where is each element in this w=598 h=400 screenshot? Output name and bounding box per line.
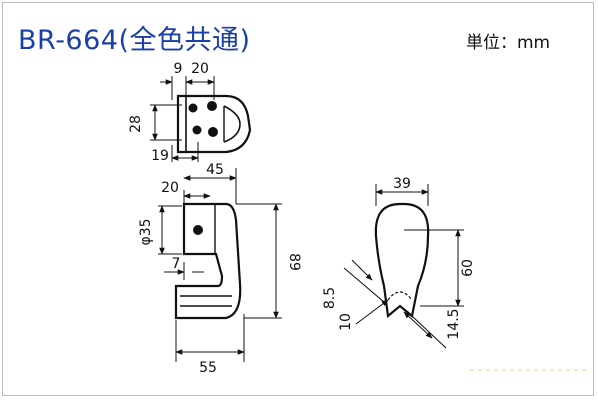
dim-60: 60 <box>460 259 476 277</box>
dim-10: 10 <box>338 313 354 331</box>
unit-label: 単位：mm <box>466 33 551 53</box>
top-view-outline <box>176 94 252 154</box>
top-view <box>150 76 252 162</box>
side-view-outline <box>174 202 242 320</box>
dim-20-side: 20 <box>161 180 179 196</box>
dim-8-5: 8.5 <box>322 287 338 309</box>
dim-19: 19 <box>151 148 169 164</box>
dim-45: 45 <box>206 162 224 178</box>
front-view <box>343 184 464 349</box>
dim-phi35: φ35 <box>138 218 154 245</box>
dim-7: 7 <box>172 256 181 272</box>
dim-89: 89 <box>286 253 302 271</box>
dim-9: 9 <box>174 61 183 77</box>
front-view-outline <box>374 202 430 319</box>
dim-39: 39 <box>393 176 411 192</box>
dim-28: 28 <box>128 115 144 133</box>
dim-14-5: 14.5 <box>446 308 462 339</box>
product-title: BR-664(全色共通) <box>18 25 251 56</box>
dim-55: 55 <box>199 360 217 376</box>
drawing-frame <box>2 2 594 396</box>
side-view <box>158 168 282 362</box>
dim-20-top: 20 <box>191 61 209 77</box>
